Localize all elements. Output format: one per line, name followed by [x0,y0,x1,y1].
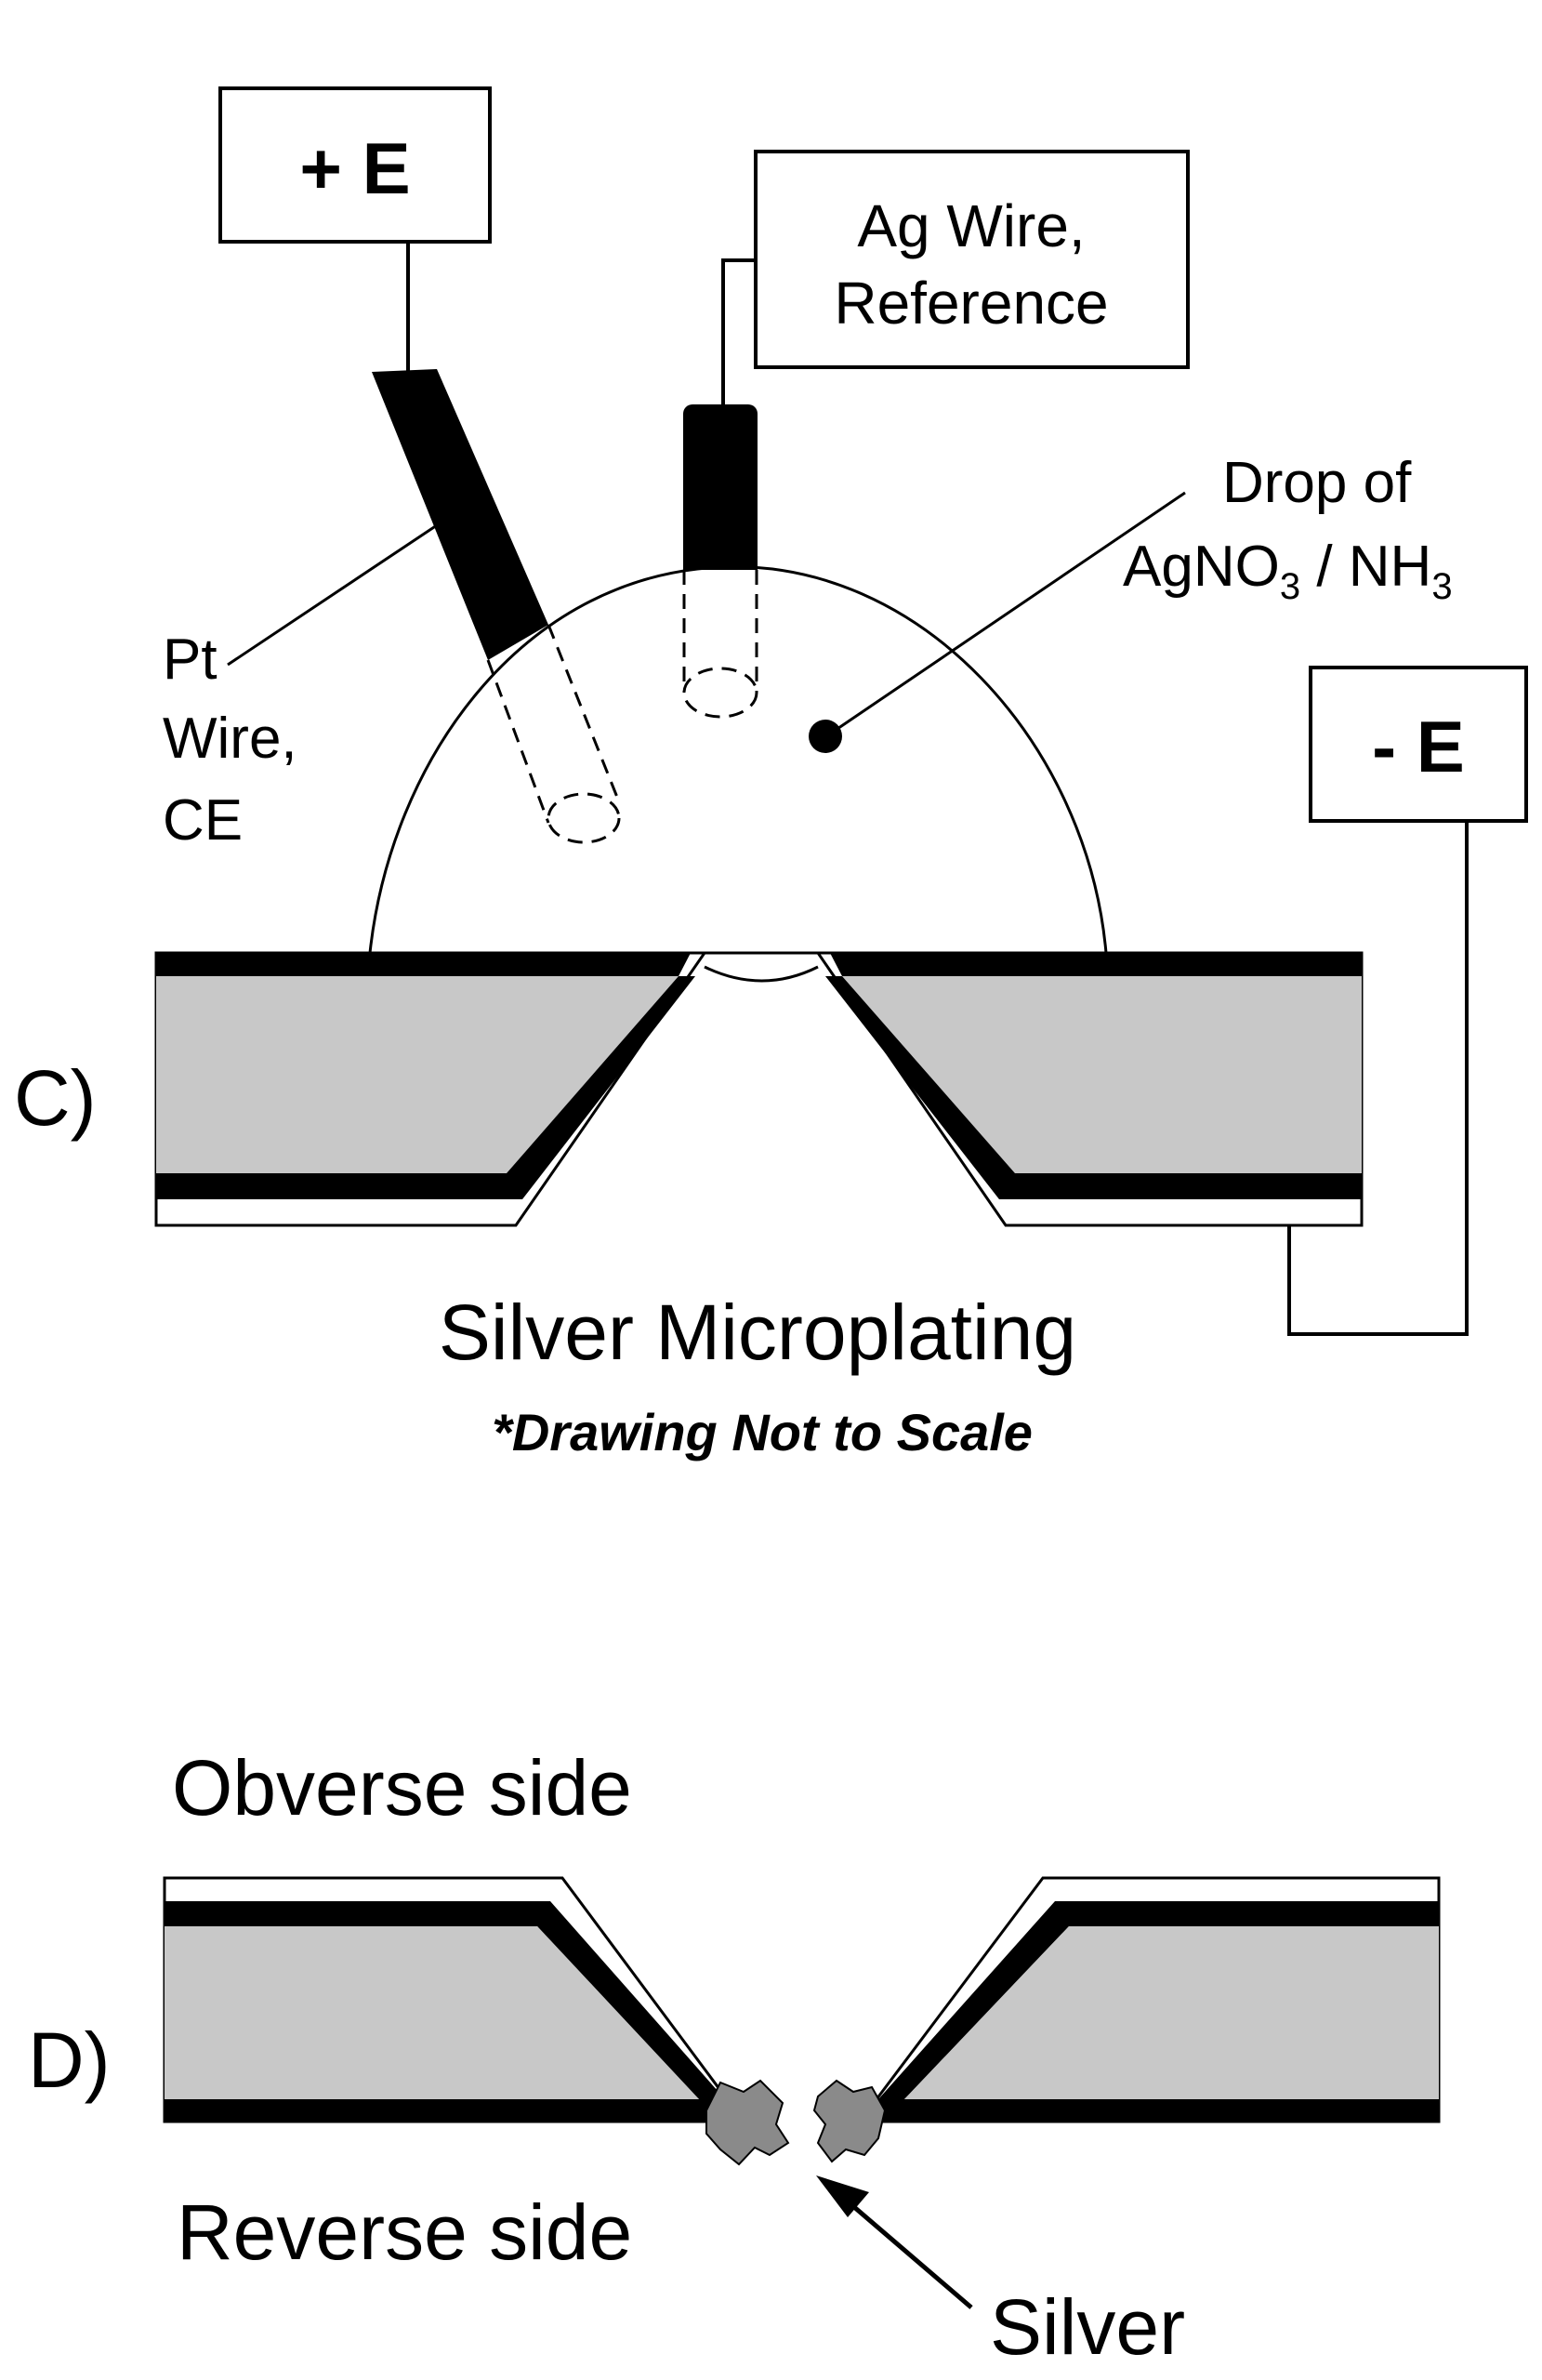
reference-lead-wire [721,258,756,407]
pt-label-line1: Pt [163,628,217,692]
obverse-side-label: Obverse side [172,1744,632,1831]
silver-arrow-line [839,2194,973,2309]
negative-electrode-box [1309,666,1528,823]
drop-label-line2: AgNO3 / NH3 [1123,535,1453,607]
pt-label-line2: Wire, [163,707,297,771]
panel-c-label: C) [14,1054,97,1142]
substrate-d-right [856,1876,1441,2123]
panel-c: + E Ag Wire, Reference Drop of AgNO3 / N… [14,86,1528,1461]
positive-electrode-box [218,86,492,244]
negative-electrode-label: - E [1372,706,1465,787]
panel-c-note: *Drawing Not to Scale [492,1403,1033,1461]
pt-pointer-line [227,514,452,667]
silver-label: Silver [990,2283,1185,2371]
reference-label-line2: Reference [834,270,1108,337]
substrate-right [815,951,1364,1227]
pt-label-line3: CE [163,788,243,853]
panel-d-label: D) [28,2016,111,2104]
panel-c-caption: Silver Microplating [439,1289,1076,1376]
silver-deposit-left [705,2079,790,2166]
substrate-left [154,951,707,1227]
pt-wire-submerged [486,624,622,844]
ag-wire-submerged [682,570,758,719]
silver-deposit-right [812,2079,887,2163]
panel-d: Obverse side D) Reverse side Silver [28,1744,1441,2371]
substrate-d-left [163,1876,746,2123]
positive-electrode-label: + E [299,127,410,209]
ag-wire-electrode [683,404,758,570]
drop-label-line1: Drop of [1222,451,1412,515]
drop-pointer-line [828,491,1186,736]
drop-meniscus [704,965,819,983]
reverse-side-label: Reverse side [177,2188,632,2276]
reference-box [754,150,1190,369]
reference-label-line1: Ag Wire, [857,192,1085,259]
silver-arrowhead [816,2175,869,2217]
pt-wire-electrode [372,369,548,660]
drop-pointer-dot [809,720,842,753]
